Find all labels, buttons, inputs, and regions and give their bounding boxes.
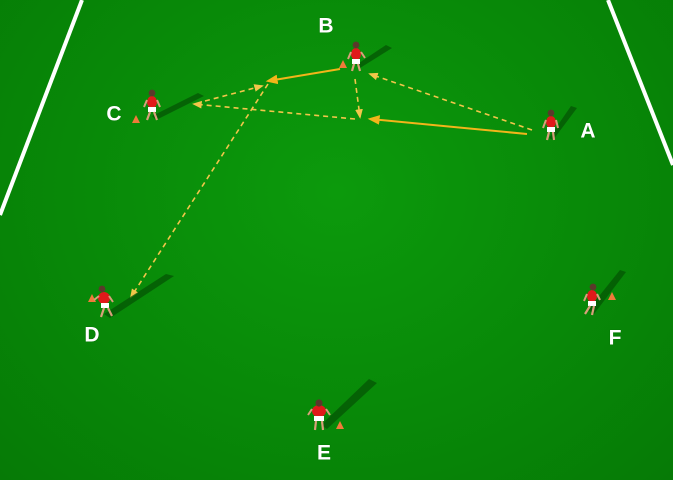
movement-arrows bbox=[129, 68, 533, 299]
player-e bbox=[307, 379, 377, 431]
label-player-f: F bbox=[608, 326, 622, 350]
run-center-to-d bbox=[129, 83, 269, 299]
label-player-a: A bbox=[580, 119, 596, 143]
player-b bbox=[339, 41, 392, 72]
run-center-to-c bbox=[192, 100, 356, 120]
player-f bbox=[583, 270, 626, 316]
run-b-down bbox=[354, 78, 363, 119]
label-player-c: C bbox=[106, 102, 122, 126]
left-touchline bbox=[0, 0, 84, 216]
pass-b-to-center-left bbox=[265, 68, 341, 85]
player-d bbox=[88, 274, 174, 318]
player-c bbox=[132, 89, 204, 123]
label-player-e: E bbox=[316, 441, 332, 465]
run-c-to-center bbox=[204, 84, 264, 102]
right-touchline bbox=[606, 0, 673, 166]
label-player-d: D bbox=[84, 323, 100, 347]
label-player-b: B bbox=[318, 14, 334, 38]
pass-a-to-center bbox=[367, 115, 528, 135]
player-a bbox=[542, 106, 577, 141]
run-a-to-b bbox=[368, 72, 533, 131]
